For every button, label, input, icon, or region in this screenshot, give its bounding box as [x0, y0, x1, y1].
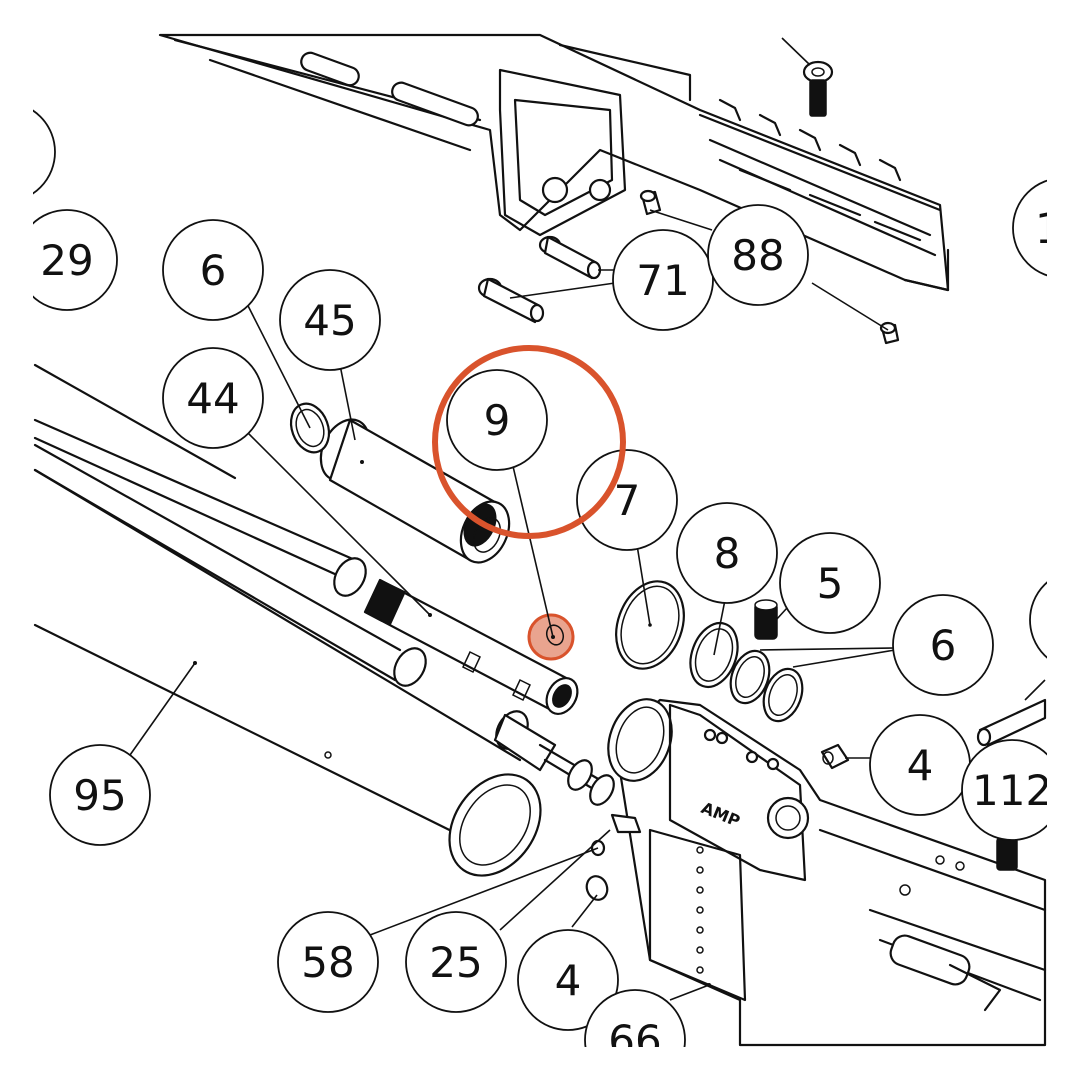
callout-label-5: 5 [817, 559, 844, 608]
valve-assembly [493, 710, 615, 806]
callout-label-9: 9 [484, 396, 511, 445]
callout-8: 8 [676, 502, 778, 604]
callout-label-71: 71 [636, 256, 689, 305]
callout-25: 25 [405, 911, 507, 1013]
callout-7: 7 [576, 449, 678, 551]
callout-label-112: 112 [972, 766, 1052, 815]
callout-label-29: 29 [40, 236, 93, 285]
callout-88: 88 [707, 204, 809, 306]
callout-label-4b: 4 [555, 956, 582, 1005]
callout-4-bottom: 4 [517, 929, 619, 1031]
callout-95: 95 [49, 744, 151, 846]
callout-5: 5 [779, 532, 881, 634]
callout-label-6a: 6 [200, 246, 227, 295]
callout-112: 112 [961, 739, 1063, 841]
part-44-tube [363, 578, 579, 715]
pin-88-a [639, 189, 662, 216]
nut-4-right [820, 743, 850, 770]
callout-label-44: 44 [186, 374, 239, 423]
callout-label-8: 8 [714, 529, 741, 578]
upper-rail-part [158, 33, 950, 292]
callout-label-4a: 4 [907, 741, 934, 790]
lower-receiver-66: AMP [607, 698, 1047, 1047]
callout-label-6b: 6 [930, 621, 957, 670]
callout-9: 9 [446, 369, 548, 471]
callout-label-45: 45 [303, 296, 356, 345]
callout-label-7: 7 [614, 476, 641, 525]
callout-6-right: 6 [892, 594, 994, 696]
pin-right-edge [976, 698, 1047, 747]
leader-lines [129, 37, 1046, 1001]
callout-44: 44 [162, 347, 264, 449]
callout-label-95: 95 [73, 771, 126, 820]
small-parts-58-25-4 [585, 813, 642, 901]
callout-45: 45 [279, 269, 381, 371]
pin-88-b [879, 321, 900, 345]
callout-71: 71 [612, 229, 714, 331]
callout-label-88: 88 [731, 231, 784, 280]
receiver-hole-column [696, 846, 711, 987]
part-9-highlighted [527, 613, 575, 661]
cap-screw-top [802, 60, 834, 117]
callout-label-25: 25 [429, 938, 482, 987]
o-rings-6-right [729, 649, 804, 723]
pin-71-b [477, 277, 545, 324]
pin-71-a [538, 235, 602, 280]
callout-label-58: 58 [301, 938, 354, 987]
barrel-tube [33, 363, 427, 687]
callout-29: 29 [16, 209, 118, 311]
set-screw-112 [996, 837, 1018, 871]
callout-4-right: 4 [869, 714, 971, 816]
callout-58: 58 [277, 911, 379, 1013]
callout-6-upper-left: 6 [162, 219, 264, 321]
highlight-ring [432, 345, 626, 539]
set-screw-5 [754, 599, 778, 640]
